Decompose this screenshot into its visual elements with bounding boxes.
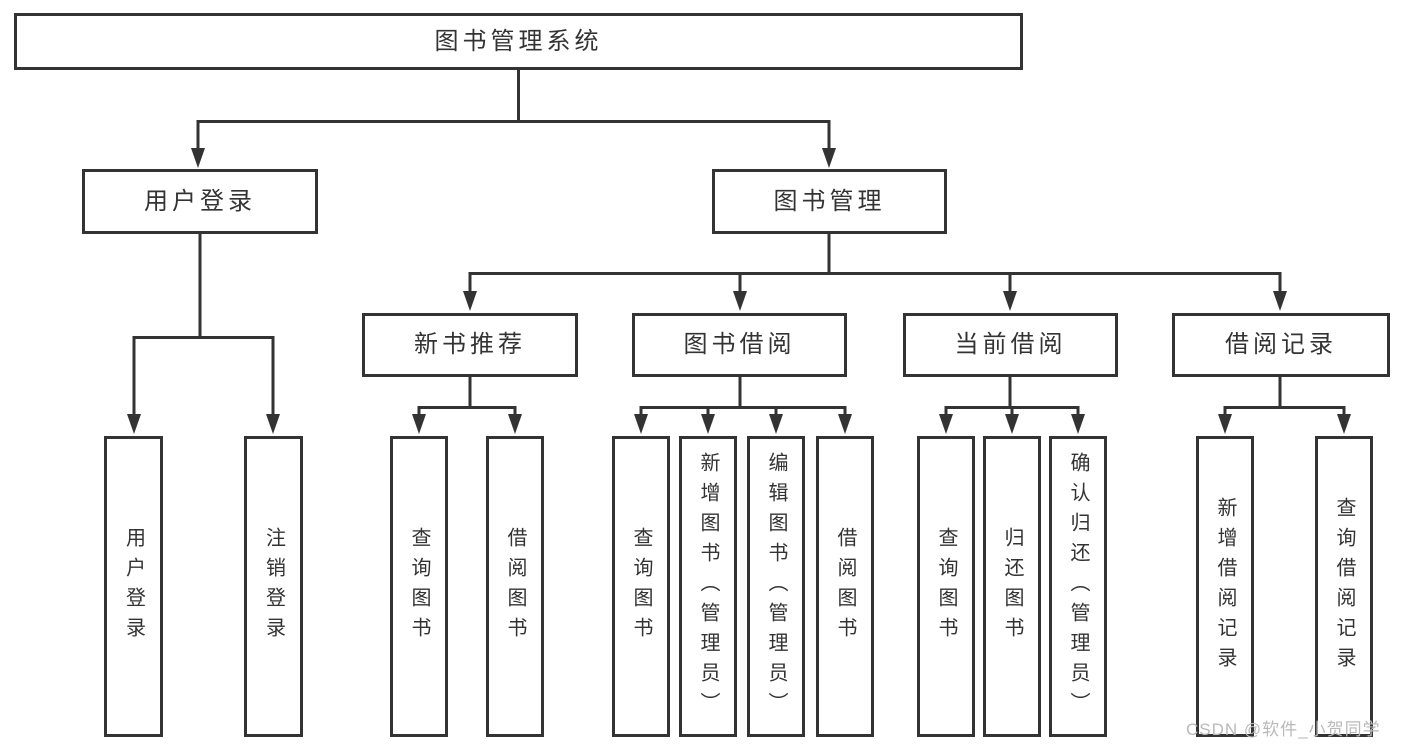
leaf-borrow-book-recommend: 借阅图书 bbox=[486, 436, 544, 737]
leaf-return-book: 归还图书 bbox=[983, 436, 1041, 737]
leaf-user-login: 用户登录 bbox=[104, 436, 163, 737]
leaf-query-borrow-record: 查询借阅记录 bbox=[1315, 436, 1373, 737]
csdn-watermark: CSDN @软件_小贺同学 bbox=[1186, 720, 1381, 739]
node-root-library-management-system: 图书管理系统 bbox=[14, 13, 1023, 70]
leaf-add-borrow-record: 新增借阅记录 bbox=[1196, 436, 1254, 737]
leaf-logout: 注销登录 bbox=[244, 436, 303, 737]
node-current-borrowing: 当前借阅 bbox=[903, 313, 1118, 377]
leaf-edit-book-admin: 编辑图书（管理员） bbox=[747, 436, 805, 737]
leaf-query-book-recommend: 查询图书 bbox=[390, 436, 448, 737]
leaf-borrow-book: 借阅图书 bbox=[816, 436, 874, 737]
node-borrowing-records: 借阅记录 bbox=[1172, 313, 1390, 377]
leaf-query-book-current: 查询图书 bbox=[917, 436, 975, 737]
node-user-login: 用户登录 bbox=[82, 169, 318, 234]
node-book-borrowing: 图书借阅 bbox=[632, 313, 847, 377]
leaf-add-book-admin: 新增图书（管理员） bbox=[679, 436, 737, 737]
leaf-query-book-borrowing: 查询图书 bbox=[612, 436, 670, 737]
leaf-confirm-return-admin: 确认归还（管理员） bbox=[1049, 436, 1107, 737]
node-book-management: 图书管理 bbox=[712, 169, 947, 234]
node-new-book-recommend: 新书推荐 bbox=[362, 313, 578, 377]
